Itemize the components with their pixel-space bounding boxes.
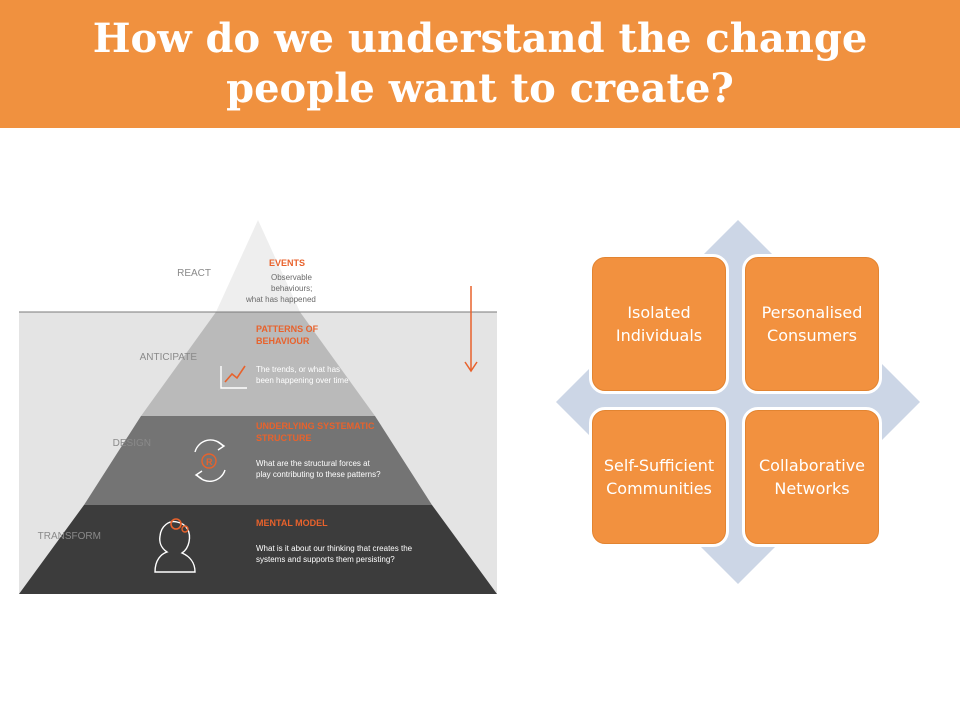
- svg-text:R: R: [206, 457, 213, 467]
- tier-patterns: [141, 312, 375, 416]
- quadrant-diagram: Isolated Individuals Personalised Consum…: [556, 220, 920, 584]
- title-banner: How do we understand the change people w…: [0, 0, 960, 128]
- tier-structure: [84, 416, 432, 505]
- patterns-heading-line-2: BEHAVIOUR: [256, 336, 310, 346]
- events-desc-line-1: Observable: [271, 273, 312, 282]
- action-react: REACT: [177, 268, 211, 279]
- structure-heading-line-2: STRUCTURE: [256, 433, 312, 443]
- tier-mental-model: [19, 505, 497, 594]
- events-desc-line-3: what has happened: [245, 295, 316, 304]
- slide-title: How do we understand the change people w…: [92, 15, 868, 112]
- reinforcing-loop-icon: R: [194, 439, 226, 482]
- quadrant-label: Isolated Individuals: [615, 303, 703, 345]
- action-anticipate: ANTICIPATE: [140, 352, 198, 363]
- structure-heading-line-1: UNDERLYING SYSTEMATIC: [256, 421, 375, 431]
- quadrant-label: Personalised Consumers: [761, 303, 863, 345]
- quadrant-self-sufficient-communities: Self-Sufficient Communities: [589, 407, 729, 547]
- mental-model-heading: MENTAL MODEL: [256, 518, 328, 528]
- action-design: DESIGN: [113, 438, 151, 449]
- down-arrow-icon: [464, 286, 478, 373]
- tier-events: [216, 220, 300, 312]
- trend-chart-icon: [220, 365, 247, 389]
- quadrant-label: Collaborative Networks: [758, 456, 865, 498]
- mental-model-desc-line-2: systems and supports them persisting?: [256, 555, 395, 564]
- action-transform: TRANSFORM: [38, 531, 101, 542]
- head-with-gears-icon: [154, 518, 196, 573]
- patterns-desc-line-2: been happening over time: [256, 376, 349, 385]
- mental-model-desc-line-1: What is it about our thinking that creat…: [256, 544, 413, 553]
- patterns-desc-line-1: The trends, or what has: [256, 365, 340, 374]
- quadrant-personalised-consumers: Personalised Consumers: [742, 254, 882, 394]
- quadrant-isolated-individuals: Isolated Individuals: [589, 254, 729, 394]
- patterns-heading-line-1: PATTERNS OF: [256, 324, 319, 334]
- events-desc-line-2: behaviours;: [271, 284, 312, 293]
- events-heading: EVENTS: [269, 258, 305, 268]
- structure-desc-line-1: What are the structural forces at: [256, 459, 371, 468]
- iceberg-pyramid: REACT ANTICIPATE DESIGN TRANSFORM EVENTS…: [19, 220, 497, 594]
- quadrant-collaborative-networks: Collaborative Networks: [742, 407, 882, 547]
- quadrant-label: Self-Sufficient Communities: [603, 456, 715, 498]
- structure-desc-line-2: play contributing to these patterns?: [256, 470, 381, 479]
